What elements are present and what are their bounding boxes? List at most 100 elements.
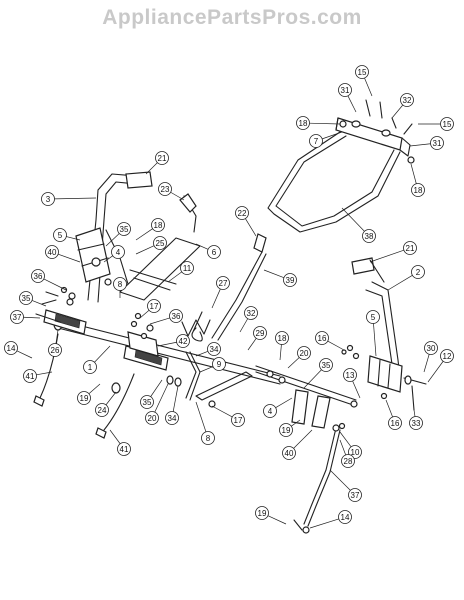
small-hardware-far-left <box>35 298 142 328</box>
callout-leader <box>369 249 404 263</box>
callout-25: 25 <box>135 236 167 255</box>
callout-bubble <box>235 206 249 220</box>
callout-leader <box>341 207 365 232</box>
callout-31: 31 <box>338 83 357 113</box>
callout-38: 38 <box>341 207 376 243</box>
callout-label: 18 <box>299 119 308 128</box>
callout-bubble <box>297 346 311 360</box>
callout-label: 4 <box>268 407 273 416</box>
callout-label: 1 <box>88 363 93 372</box>
bracket-7 <box>335 99 415 164</box>
callout-label: 32 <box>403 96 412 105</box>
callout-leader <box>391 104 404 119</box>
callout-leader <box>211 288 221 309</box>
callout-7: 7 <box>309 131 343 148</box>
callout-bubble <box>53 228 67 242</box>
callout-label: 19 <box>258 509 267 518</box>
callout-label: 15 <box>443 120 452 129</box>
callout-14: 14 <box>4 341 33 359</box>
callout-leader <box>195 401 207 432</box>
callout-leader <box>149 317 170 325</box>
callout-leader <box>145 162 158 175</box>
callout-leader <box>347 95 357 113</box>
callout-label: 15 <box>358 68 367 77</box>
callout-37: 37 <box>10 310 41 324</box>
callout-bubble <box>169 309 183 323</box>
callout-2: 2 <box>387 265 425 291</box>
callout-bubble <box>338 510 352 524</box>
callout-28: 28 <box>339 439 355 468</box>
callout-18: 18 <box>296 116 341 130</box>
callout-label: 27 <box>219 279 228 288</box>
callout-bubble <box>153 236 167 250</box>
callout-35: 35 <box>303 358 333 389</box>
callout-31: 31 <box>409 136 444 150</box>
callout-8: 8 <box>195 401 215 445</box>
callout-leader <box>329 469 351 491</box>
callout-label: 23 <box>161 185 170 194</box>
callout-41: 41 <box>23 369 53 383</box>
callout-label: 4 <box>116 248 121 257</box>
callout-17: 17 <box>139 299 161 319</box>
callout-label: 12 <box>443 352 452 361</box>
callout-34: 34 <box>165 385 179 425</box>
callout-label: 8 <box>206 434 211 443</box>
callout-11: 11 <box>167 261 194 283</box>
callout-35: 35 <box>19 291 47 307</box>
callout-leader <box>387 275 413 291</box>
callout-bubble <box>411 183 425 197</box>
callout-bubble <box>366 310 380 324</box>
callout-label: 41 <box>120 445 129 454</box>
callout-bubble <box>180 261 194 275</box>
callout-bubble <box>244 306 258 320</box>
callout-leader <box>239 318 249 333</box>
callout-6: 6 <box>195 243 221 259</box>
callout-leader <box>135 245 155 255</box>
link-11 <box>129 269 177 291</box>
callout-17: 17 <box>211 405 245 427</box>
bracket-upper-left <box>75 227 129 286</box>
callout-leader <box>287 357 300 369</box>
callout-label: 35 <box>322 361 331 370</box>
callout-label: 37 <box>13 313 22 322</box>
callout-leader <box>339 431 352 448</box>
callout-bubble <box>296 116 310 130</box>
callout-15: 15 <box>355 65 373 97</box>
callout-bubble <box>95 403 109 417</box>
callout-label: 18 <box>154 221 163 230</box>
callout-26: 26 <box>48 329 62 357</box>
callout-label: 13 <box>346 371 355 380</box>
callout-label: 38 <box>365 232 374 241</box>
callout-22: 22 <box>235 206 257 237</box>
callout-leader <box>150 379 163 397</box>
callout-label: 6 <box>212 248 217 257</box>
callout-bubble <box>165 411 179 425</box>
callout-bubble <box>19 291 33 305</box>
callout-label: 21 <box>406 244 415 253</box>
callout-leader <box>103 255 113 263</box>
callout-16: 16 <box>385 399 402 430</box>
callout-bubble <box>315 331 329 345</box>
callout-leader <box>170 191 185 201</box>
callout-label: 35 <box>120 225 129 234</box>
callout-bubble <box>282 446 296 460</box>
callout-leader <box>66 236 81 241</box>
callout-leader <box>309 518 339 529</box>
callout-40: 40 <box>282 429 313 460</box>
callout-label: 20 <box>300 349 309 358</box>
callout-leader <box>94 345 111 363</box>
callout-leader <box>135 228 153 241</box>
callout-label: 34 <box>168 414 177 423</box>
callout-label: 34 <box>210 345 219 354</box>
callout-leader <box>409 143 431 147</box>
callout-leader <box>322 131 343 140</box>
callout-bubble <box>48 343 62 357</box>
callout-bubble <box>151 218 165 232</box>
callout-5: 5 <box>366 310 380 357</box>
watermark: AppliancePartsPros.com <box>102 6 362 29</box>
callout-label: 16 <box>391 419 400 428</box>
callout-bubble <box>309 134 323 148</box>
callout-label: 36 <box>34 272 43 281</box>
callout-bubble <box>41 192 55 206</box>
